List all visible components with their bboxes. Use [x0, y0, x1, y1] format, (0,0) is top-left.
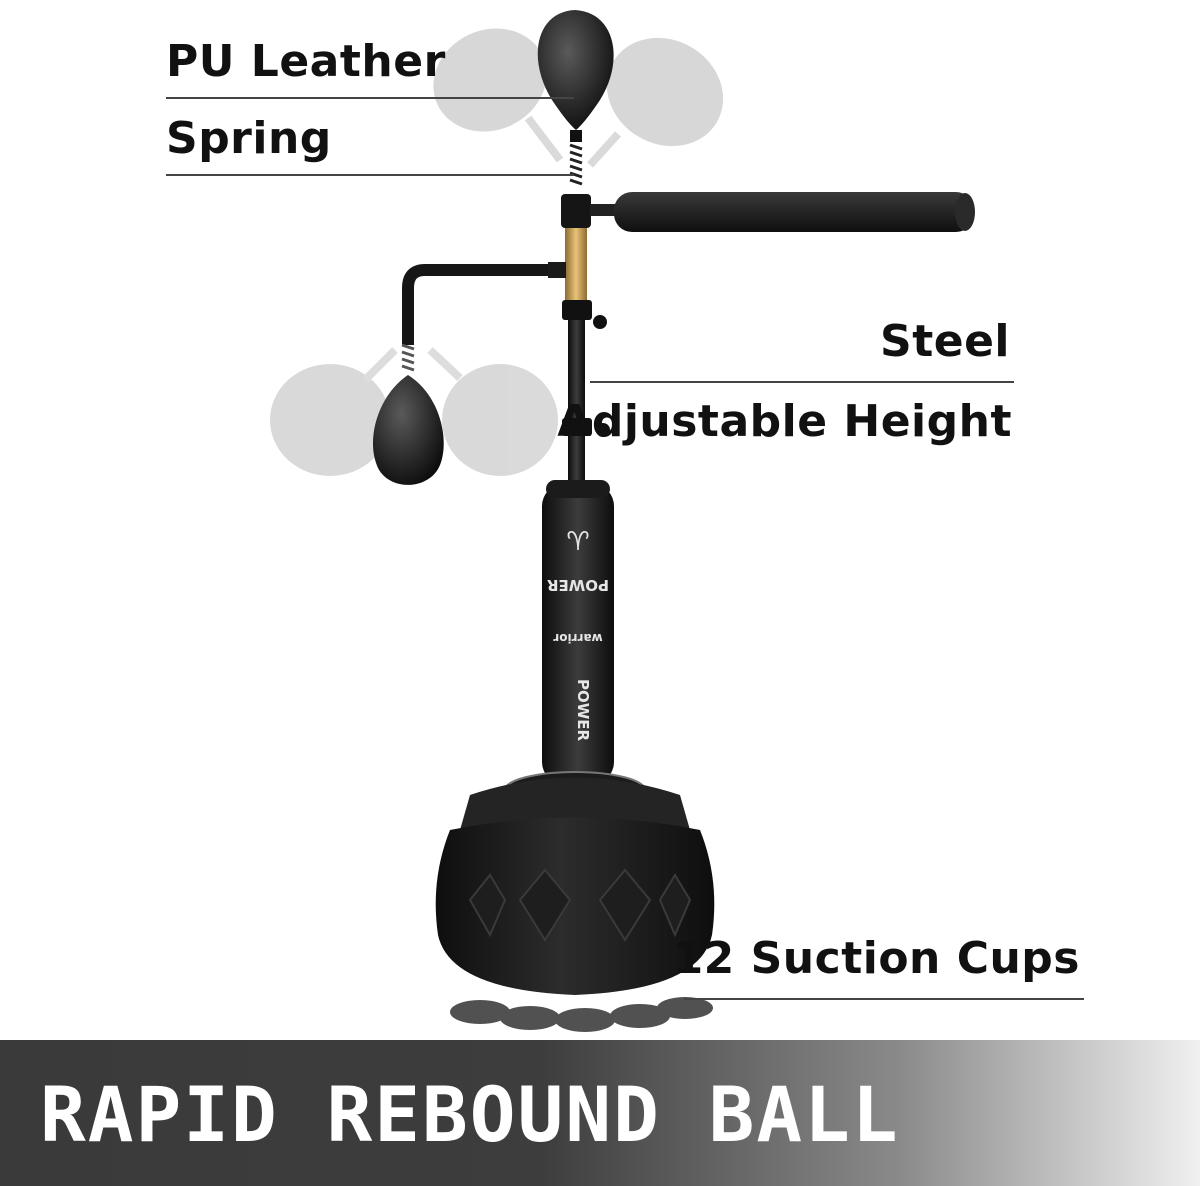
top-ghost-ball-right — [587, 37, 724, 168]
leader-line-spring — [166, 174, 574, 176]
brand-text-power-upper: POWER — [547, 576, 610, 594]
top-speed-ball — [537, 10, 614, 142]
label-pu-leather: PU Leather — [166, 36, 446, 87]
l-shaped-arm — [402, 264, 562, 345]
brand-logo-warrior: warrior — [553, 631, 602, 645]
top-collar — [561, 194, 591, 228]
leader-line-steel — [590, 381, 1014, 383]
label-steel: Steel — [880, 316, 1010, 367]
height-knob-lower — [596, 423, 610, 437]
leader-line-suction-cups — [684, 998, 1084, 1000]
spring — [569, 143, 583, 186]
telescopic-steel-pole — [568, 310, 585, 495]
foam-padded-column — [542, 484, 614, 784]
bottom-banner: RAPID REBOUND BALL — [0, 1040, 1200, 1186]
base-pattern — [468, 868, 692, 942]
banner-title: RAPID REBOUND BALL — [40, 1070, 900, 1159]
lower-spring — [401, 343, 415, 372]
lower-speed-ball — [372, 375, 444, 485]
spinning-bar-pad — [614, 192, 974, 232]
brand-text-power-lower: POWER — [574, 679, 592, 742]
base-shoulder — [460, 777, 690, 830]
brand-logo-ram: ♈ — [566, 527, 589, 557]
leader-line-pu-leather — [166, 97, 574, 99]
boxing-stand-illustration: ♈ POWER warrior POWER — [270, 10, 975, 1032]
label-adjustable-height: Adjustable Height — [557, 396, 1012, 447]
top-ghost-ball-left — [433, 28, 564, 163]
lower-ghost-ball-right — [427, 347, 558, 476]
label-suction-cups: 12 Suction Cups — [672, 933, 1080, 984]
weighted-base — [435, 817, 715, 995]
height-knob-upper — [593, 315, 607, 329]
brass-pole-section — [565, 228, 587, 310]
suction-cups — [450, 997, 713, 1032]
label-spring: Spring — [166, 113, 332, 164]
lower-ghost-ball-left — [270, 347, 398, 476]
